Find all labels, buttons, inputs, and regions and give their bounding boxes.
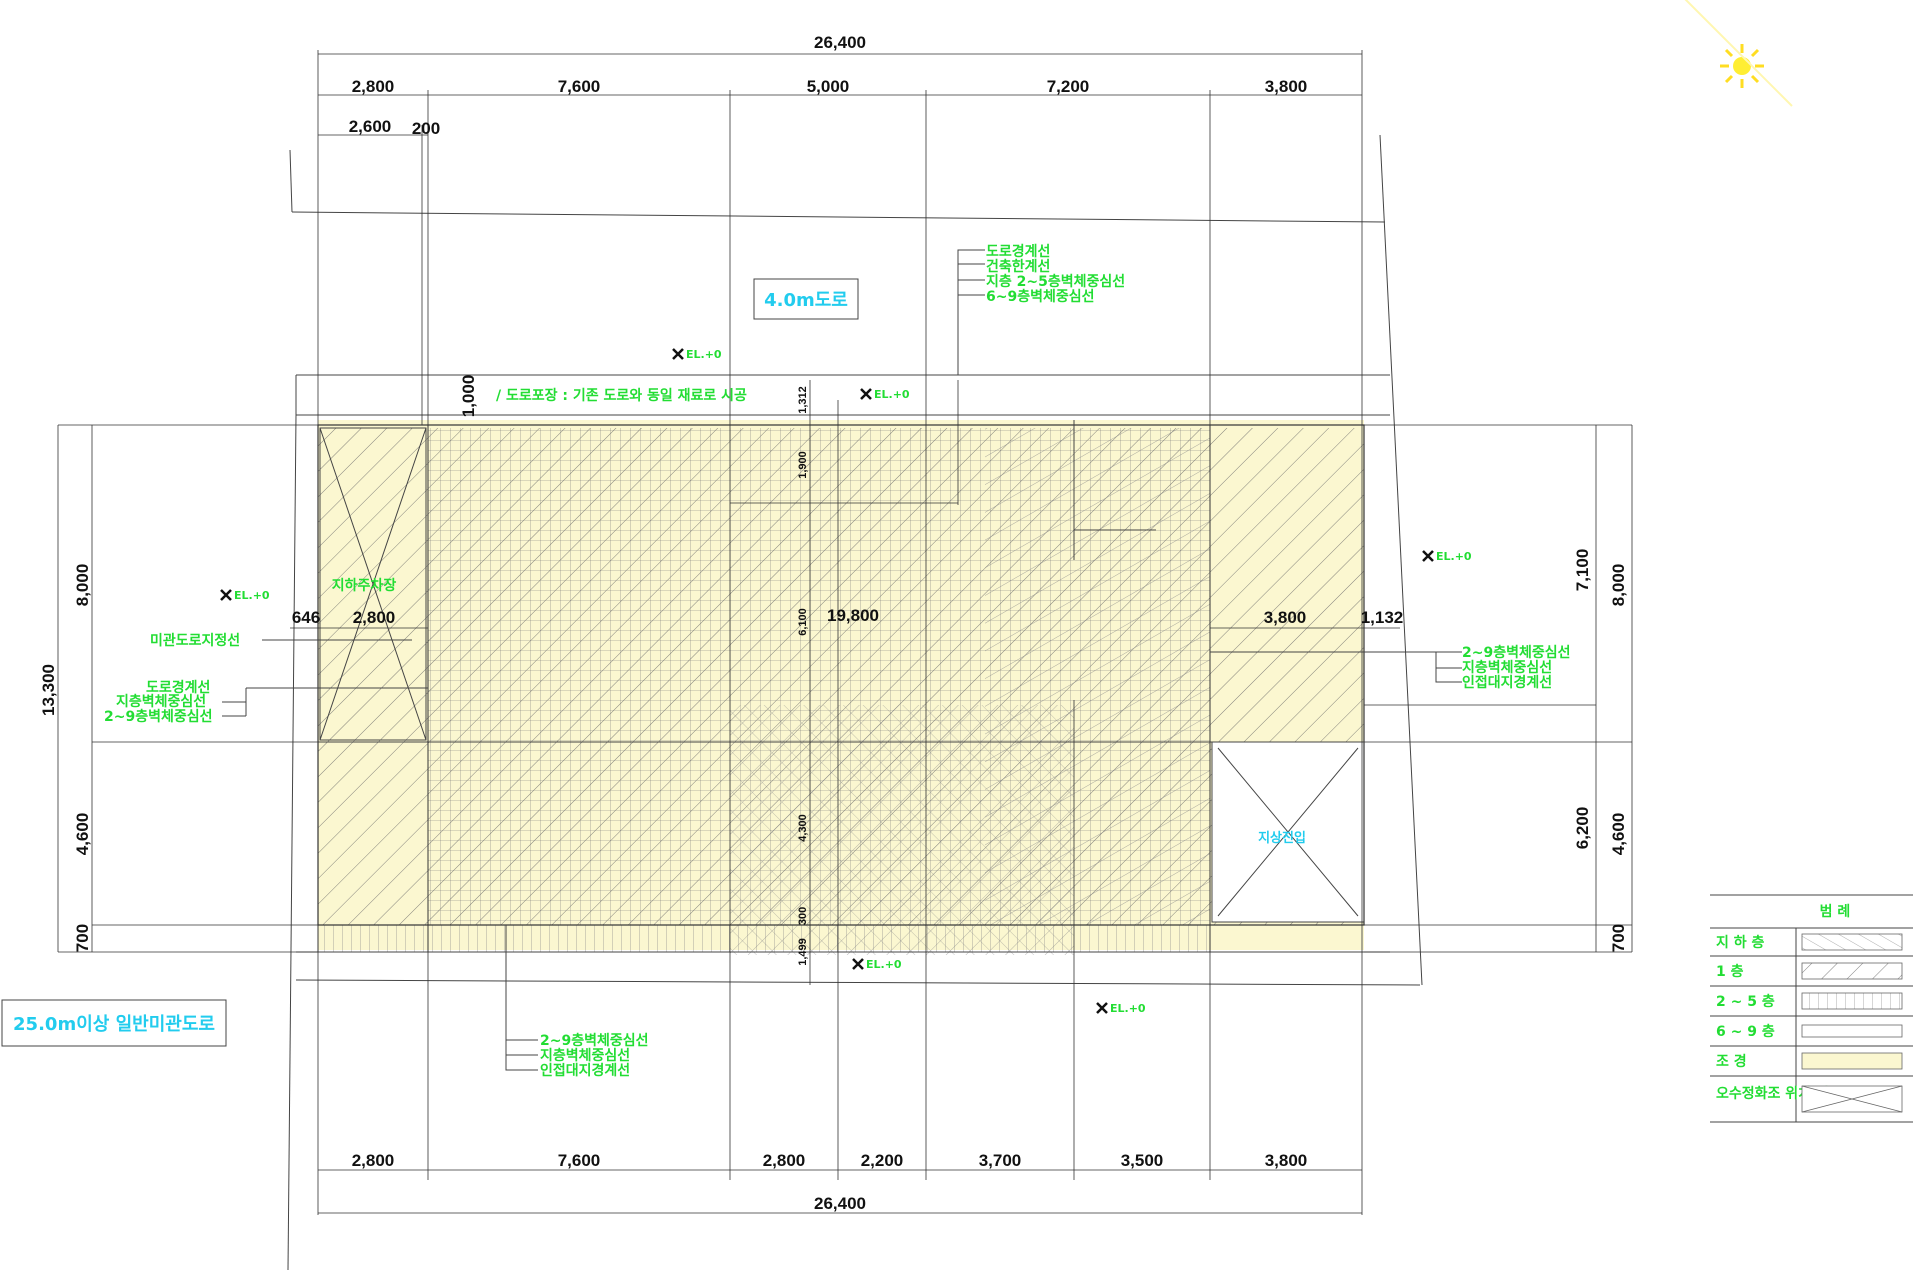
bottom-total-dim: 26,400 xyxy=(814,1194,866,1213)
elev-marker-5: EL.+0 xyxy=(852,958,902,971)
inner-right-span-dim: 3,800 xyxy=(1264,608,1307,627)
setback-top-1: 도로경계선 xyxy=(986,243,1050,260)
svg-text:EL.+0: EL.+0 xyxy=(234,589,270,602)
parking-ramp-box xyxy=(319,427,427,741)
legend-row-2-swatch xyxy=(1801,962,1903,980)
setback-top-4: 6~9층벽체중심선 xyxy=(986,288,1095,305)
parking-label: 지하주차장 xyxy=(332,577,397,594)
legend-row-5-swatch xyxy=(1801,1052,1903,1070)
inner-v-b-dim: 1,900 xyxy=(797,451,809,479)
inner-left-span-dim: 2,800 xyxy=(353,608,396,627)
bottom-dim-4: 2,200 xyxy=(861,1151,904,1170)
top-dim-5: 3,800 xyxy=(1265,77,1308,96)
setback-right-2: 지층벽체중심선 xyxy=(1462,659,1552,676)
top-dim-4: 7,200 xyxy=(1047,77,1090,96)
setback-right-1: 2~9층벽체중심선 xyxy=(1462,644,1571,661)
setback-bottom-3: 인접대지경계선 xyxy=(540,1062,630,1079)
setback-left: 미관도로지정선 도로경계선 지층벽체중심선 2~9층벽체중심선 xyxy=(104,632,428,725)
legend-row-3-label: 2 ~ 5 층 xyxy=(1716,994,1775,1010)
setback-bottom-1: 2~9층벽체중심선 xyxy=(540,1032,649,1049)
top-dim-1: 2,800 xyxy=(352,77,395,96)
inner-v-c-dim: 6,100 xyxy=(797,608,809,636)
sun-icon xyxy=(1684,0,1793,107)
legend-title: 범 례 xyxy=(1820,904,1851,920)
top-sub-dim-a: 2,600 xyxy=(349,117,392,136)
legend-row-2-label: 1 층 xyxy=(1716,964,1744,980)
bottom-strip xyxy=(317,924,1211,953)
svg-text:EL.+0: EL.+0 xyxy=(874,388,910,401)
left-upper-dim: 8,000 xyxy=(73,564,92,607)
inner-dimensions: 646 2,800 19,800 3,800 1,132 1,000 1,312… xyxy=(292,375,1403,966)
top-dimensions: 26,400 2,800 7,600 5,000 7,200 3,800 2,6… xyxy=(349,33,1308,138)
road-bottom-label: 25.0m이상 일반미관도로 xyxy=(13,1014,215,1035)
road-top-label: 4.0m도로 xyxy=(764,290,848,311)
pavement-note: / 도로포장 : 기존 도로와 동일 재료로 시공 xyxy=(496,387,747,404)
left-base-dim: 700 xyxy=(73,924,92,952)
legend-row-5-label: 조 경 xyxy=(1716,1053,1747,1070)
legend-row-1-swatch xyxy=(1801,933,1903,951)
bottom-dimensions: 2,800 7,600 2,800 2,200 3,700 3,500 3,80… xyxy=(352,1151,1308,1213)
bottom-dim-3: 2,800 xyxy=(763,1151,806,1170)
inner-v-a-dim: 1,312 xyxy=(797,386,809,414)
setback-left-2: 지층벽체중심선 xyxy=(116,693,206,710)
legend-row-4-swatch xyxy=(1801,1024,1903,1038)
elev-marker-6: EL.+0 xyxy=(1096,1002,1146,1015)
setback-right: 2~9층벽체중심선 지층벽체중심선 인접대지경계선 xyxy=(1210,644,1571,691)
inner-v-d-dim: 4,300 xyxy=(797,814,809,842)
site-geometry xyxy=(287,134,1423,1271)
svg-text:EL.+0: EL.+0 xyxy=(866,958,902,971)
bottom-dim-1: 2,800 xyxy=(352,1151,395,1170)
setback-bottom: 2~9층벽체중심선 지층벽체중심선 인접대지경계선 xyxy=(505,925,649,1079)
left-dimensions: 13,300 8,000 4,600 700 xyxy=(39,564,92,952)
legend-row-4-label: 6 ~ 9 층 xyxy=(1716,1024,1775,1040)
setback-right-3: 인접대지경계선 xyxy=(1462,674,1552,691)
inner-center-span-dim: 19,800 xyxy=(827,606,879,625)
elev-marker-1: EL.+0 xyxy=(672,348,722,361)
left-lower-dim: 4,600 xyxy=(73,813,92,856)
right-base-dim: 700 xyxy=(1609,924,1628,952)
inner-v-f-dim: 1,499 xyxy=(797,938,809,966)
right-dimensions: 7,100 8,000 6,200 4,600 700 xyxy=(1573,549,1628,952)
inner-v-e-dim: 300 xyxy=(797,907,809,925)
bottom-dim-5: 3,700 xyxy=(979,1151,1022,1170)
svg-text:EL.+0: EL.+0 xyxy=(1436,550,1472,563)
setback-left-single: 미관도로지정선 xyxy=(150,632,240,649)
setback-top-2: 건축한계선 xyxy=(986,258,1050,275)
dimension-lines xyxy=(57,50,1633,1215)
top-sub-dim-b: 200 xyxy=(412,119,440,138)
elev-marker-4: EL.+0 xyxy=(1422,550,1472,563)
setback-top-3: 지층 2~5층벽체중심선 xyxy=(986,273,1125,290)
inner-left-small-dim: 646 xyxy=(292,608,320,627)
elevation-markers: EL.+0 EL.+0 EL.+0 EL.+0 EL.+0 EL.+0 xyxy=(220,348,1472,1015)
center-crosshatch xyxy=(730,705,1074,955)
bottom-dim-7: 3,800 xyxy=(1265,1151,1308,1170)
inner-right-small-dim: 1,132 xyxy=(1361,608,1404,627)
right-lower-inner-dim: 6,200 xyxy=(1573,807,1592,850)
svg-text:EL.+0: EL.+0 xyxy=(686,348,722,361)
setback-top: 도로경계선 건축한계선 지층 2~5층벽체중심선 6~9층벽체중심선 xyxy=(957,243,1125,375)
bottom-dim-2: 7,600 xyxy=(558,1151,601,1170)
legend-row-1-label: 지 하 층 xyxy=(1716,934,1765,951)
right-upper-inner-dim: 7,100 xyxy=(1573,549,1592,592)
legend: 범 례 지 하 층 1 층 2 ~ 5 층 6 ~ 9 층 조 경 오수정화조 … xyxy=(1710,894,1913,1123)
right-lower-outer-dim: 4,600 xyxy=(1609,813,1628,856)
setback-bottom-2: 지층벽체중심선 xyxy=(540,1047,630,1064)
bottom-dim-6: 3,500 xyxy=(1121,1151,1164,1170)
top-total-dim: 26,400 xyxy=(814,33,866,52)
legend-row-3-swatch xyxy=(1801,992,1903,1010)
road-labels: 4.0m도로 25.0m이상 일반미관도로 / 도로포장 : 기존 도로와 동일… xyxy=(1,278,1306,1047)
entrance-label: 지상진입 xyxy=(1258,830,1306,846)
elev-marker-2: EL.+0 xyxy=(860,388,910,401)
svg-text:EL.+0: EL.+0 xyxy=(1110,1002,1146,1015)
right-upper-outer-dim: 8,000 xyxy=(1609,564,1628,607)
elev-marker-3: EL.+0 xyxy=(220,589,270,602)
top-dim-2: 7,600 xyxy=(558,77,601,96)
left-total-dim: 13,300 xyxy=(39,664,58,716)
setback-left-3: 2~9층벽체중심선 xyxy=(104,708,213,725)
setback-left-1: 도로경계선 xyxy=(146,679,210,696)
top-dim-3: 5,000 xyxy=(807,77,850,96)
inner-v-top-dim: 1,000 xyxy=(459,375,478,418)
